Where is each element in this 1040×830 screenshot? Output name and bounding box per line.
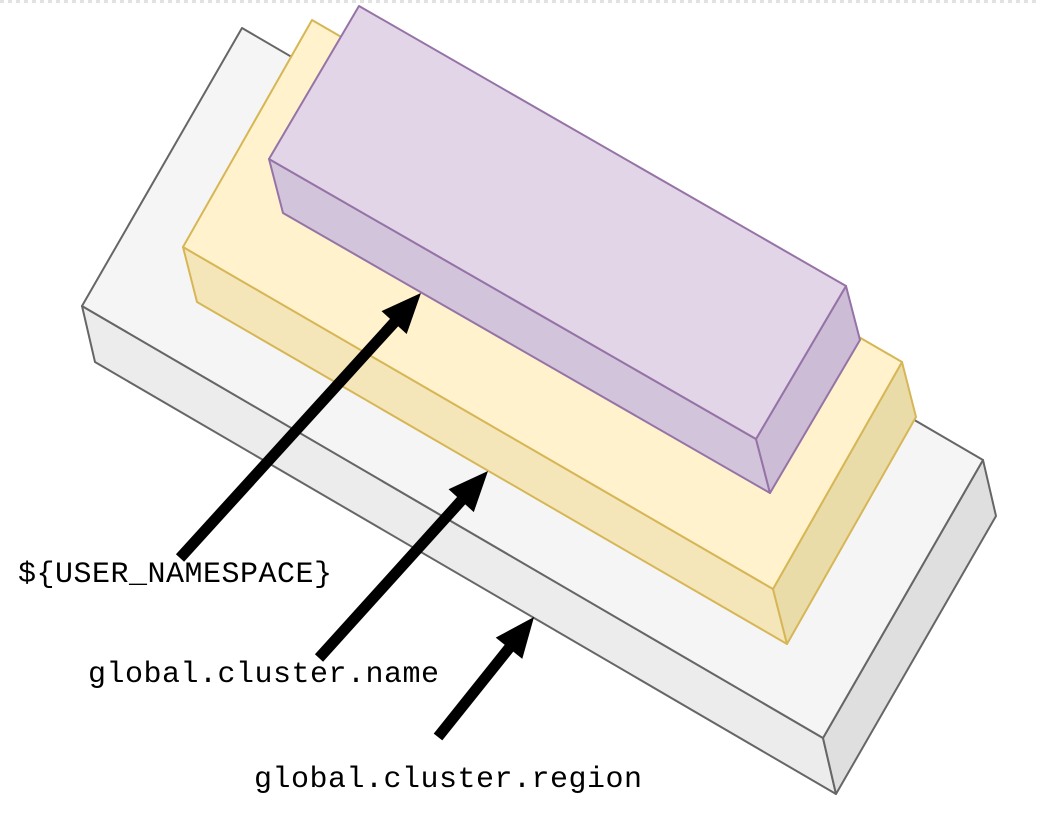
slab-namespace-top-face	[268, 5, 847, 440]
arrow-shaft	[314, 494, 468, 662]
arrowhead-icon	[381, 293, 421, 335]
arrow-to-name	[314, 471, 488, 662]
arrow-shaft	[175, 315, 401, 562]
slab-namespace	[268, 5, 861, 494]
arrow-shaft	[433, 641, 516, 741]
label-global-cluster-region: global.cluster.region	[254, 763, 643, 797]
arrowhead-icon	[495, 617, 534, 659]
arrow-to-region	[433, 617, 534, 741]
page-edge-dotted-line	[0, 0, 1040, 3]
arrowhead-icon	[448, 471, 488, 513]
label-user-namespace: ${USER_NAMESPACE}	[18, 558, 333, 592]
label-global-cluster-name: global.cluster.name	[88, 658, 440, 692]
arrow-to-namespace	[175, 293, 421, 562]
